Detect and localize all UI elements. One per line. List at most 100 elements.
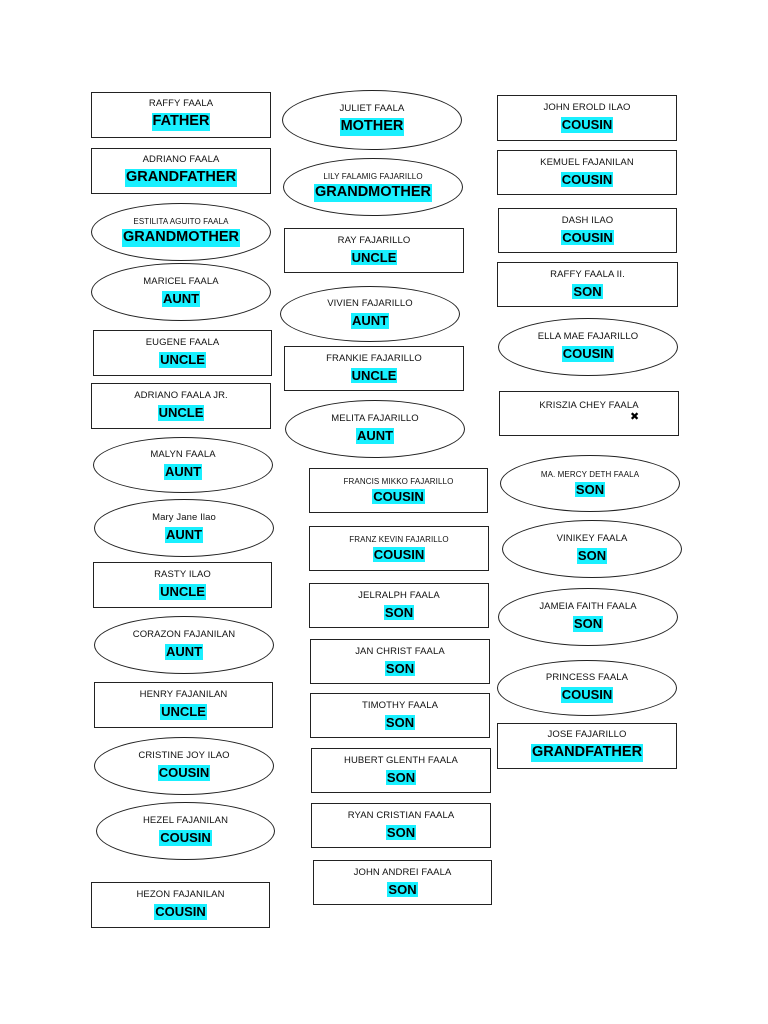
member-name: RAY FAJARILLO [337, 234, 411, 246]
card-ryan-cristian-faala: RYAN CRISTIAN FAALA SON [311, 803, 491, 848]
member-name: CORAZON FAJANILAN [132, 629, 236, 641]
member-name: Mary Jane Ilao [152, 512, 216, 524]
relationship-label: UNCLE [159, 352, 206, 368]
relationship-label: UNCLE [350, 367, 398, 384]
member-name: RASTY ILAO [154, 569, 211, 581]
relationship-label: GRANDMOTHER [122, 229, 240, 247]
relationship-label: COUSIN [561, 229, 614, 246]
card-princess-faala: PRINCESS FAALA COUSIN [497, 660, 677, 716]
relationship-label: SON [572, 283, 603, 300]
member-name: FRANZ KEVIN FAJARILLO [349, 534, 449, 544]
relationship-label: COUSIN [560, 117, 614, 133]
card-ray-fajarillo: RAY FAJARILLO UNCLE [284, 228, 464, 273]
relationship-label: UNCLE [159, 584, 206, 600]
card-raffy-faala-ii: RAFFY FAALA II. SON [497, 262, 678, 307]
member-name: PRINCESS FAALA [545, 672, 629, 684]
relationship-label: UNCLE [160, 704, 207, 720]
relationship-label: COUSIN [154, 904, 207, 920]
member-name: RAFFY FAALA [148, 98, 214, 110]
card-jameia-faith-faala: JAMEIA FAITH FAALA SON [498, 588, 678, 646]
relationship-label: SON [576, 548, 608, 564]
member-name: RYAN CRISTIAN FAALA [347, 809, 455, 821]
member-name: LILY FALAMIG FAJARILLO [323, 172, 423, 182]
member-name: JAMEIA FAITH FAALA [539, 601, 637, 613]
card-eugene-faala: EUGENE FAALA UNCLE [93, 330, 272, 376]
relationship-label: SON [383, 604, 415, 621]
relationship-label: SON [572, 616, 604, 632]
card-juliet-faala: JULIET FAALA MOTHER [282, 90, 462, 150]
member-name: ADRIANO FAALA [142, 154, 220, 166]
member-name: JOHN ANDREI FAALA [353, 866, 452, 878]
relationship-label: AUNT [350, 313, 390, 329]
card-hezel-fajanilan: HEZEL FAJANILAN COUSIN [96, 802, 275, 860]
card-estilita-aguito-faala: ESTILITA AGUITO FAALA GRANDMOTHER [91, 203, 271, 261]
card-rasty-ilao: RASTY ILAO UNCLE [93, 562, 272, 608]
member-name: JAN CHRIST FAALA [355, 645, 445, 657]
relationship-label: COUSIN [372, 546, 426, 563]
relationship-label: UNCLE [350, 249, 398, 266]
member-name: JELRALPH FAALA [358, 589, 440, 601]
card-kemuel-fajanilan: KEMUEL FAJANILAN COUSIN [497, 150, 677, 195]
card-jose-fajarillo: JOSE FAJARILLO GRANDFATHER [497, 723, 677, 769]
member-name: FRANCIS MIKKO FAJARILLO [343, 476, 454, 486]
member-name: KRISZIA CHEY FAALA [539, 400, 639, 412]
member-name: VINIKEY FAALA [556, 533, 628, 545]
member-name: HUBERT GLENTH FAALA [344, 754, 458, 766]
card-kriszia-chey-faala: KRISZIA CHEY FAALA✖ [499, 391, 679, 436]
card-franz-kevin-fajarillo: FRANZ KEVIN FAJARILLO COUSIN [309, 526, 489, 571]
relationship-label: AUNT [355, 428, 395, 444]
relationship-label: COUSIN [561, 346, 615, 362]
member-name: KEMUEL FAJANILAN [540, 156, 634, 168]
relationship-label: UNCLE [157, 405, 205, 421]
card-corazon-fajanilan: CORAZON FAJANILAN AUNT [94, 616, 274, 674]
card-timothy-faala: TIMOTHY FAALA SON [310, 693, 490, 738]
card-francis-mikko-fajarillo: FRANCIS MIKKO FAJARILLO COUSIN [309, 468, 488, 513]
relationship-label: SON [384, 660, 416, 677]
card-cristine-joy-ilao: CRISTINE JOY ILAO COUSIN [94, 737, 274, 795]
card-jan-christ-faala: JAN CHRIST FAALA SON [310, 639, 490, 684]
card-hezon-fajanilan: HEZON FAJANILAN COUSIN [91, 882, 270, 928]
member-name: ELLA MAE FAJARILLO [537, 331, 639, 343]
member-name: HEZEL FAJANILAN [142, 815, 229, 827]
relationship-label: MOTHER [339, 118, 405, 136]
relationship-label: COUSIN [159, 830, 212, 846]
member-name: EUGENE FAALA [145, 337, 220, 349]
member-name: JOSE FAJARILLO [547, 729, 627, 741]
member-name: MA. MERCY DETH FAALA [540, 469, 640, 479]
relationship-label: COUSIN [157, 765, 211, 781]
relationship-label: AUNT [161, 291, 201, 307]
member-name: ADRIANO FAALA JR. [134, 390, 228, 402]
relationship-label: COUSIN [372, 488, 425, 505]
relationship-label: COUSIN [560, 171, 614, 188]
member-name: MALYN FAALA [150, 449, 216, 461]
member-name: CRISTINE JOY ILAO [138, 750, 230, 762]
member-name: RAFFY FAALA II. [550, 268, 625, 280]
member-name: FRANKIE FAJARILLO [326, 352, 422, 364]
relationship-label: SON [384, 714, 416, 731]
relationship-label: COUSIN [560, 687, 614, 703]
member-name: TIMOTHY FAALA [361, 699, 439, 711]
card-jelralph-faala: JELRALPH FAALA SON [309, 583, 489, 628]
relationship-label: GRANDFATHER [530, 744, 644, 762]
relationship-label: AUNT [164, 644, 204, 660]
card-vinikey-faala: VINIKEY FAALA SON [502, 520, 682, 578]
card-ella-mae-fajarillo: ELLA MAE FAJARILLO COUSIN [498, 318, 678, 376]
relationship-label: SON [385, 824, 417, 841]
card-frankie-fajarillo: FRANKIE FAJARILLO UNCLE [284, 346, 464, 391]
member-name: ESTILITA AGUITO FAALA [133, 217, 229, 227]
x-mark-icon: ✖ [630, 411, 640, 423]
card-adriano-faala-jr: ADRIANO FAALA JR. UNCLE [91, 383, 271, 429]
member-name: HEZON FAJANILAN [136, 889, 225, 901]
member-name: JULIET FAALA [339, 103, 405, 115]
